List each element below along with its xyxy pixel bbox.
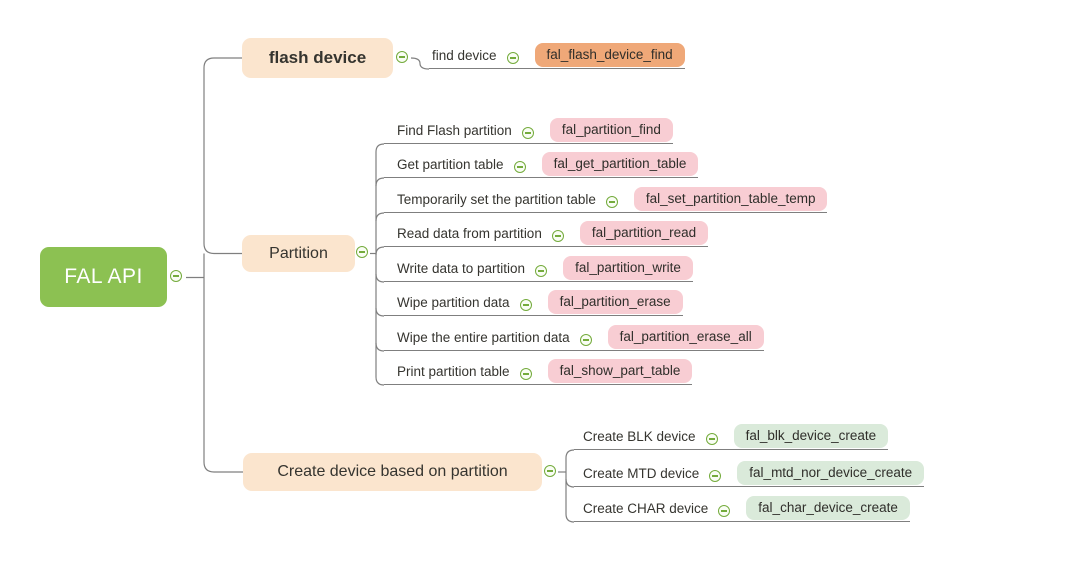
branch-topic-create-device[interactable]: Create device based on partition <box>243 453 542 491</box>
child-row-find-flash-partition: Find Flash partition fal_partition_find <box>384 118 673 144</box>
api-function-node[interactable]: fal_partition_erase <box>547 290 683 314</box>
root-topic-fal-api[interactable]: FAL API <box>40 247 167 307</box>
api-function-node[interactable]: fal_set_partition_table_temp <box>633 187 828 211</box>
collapse-icon[interactable] <box>705 433 718 445</box>
collapse-icon[interactable] <box>356 246 368 258</box>
topic-label[interactable]: Print partition table <box>397 364 510 379</box>
branch-topic-flash-device[interactable]: flash device <box>242 38 393 78</box>
collapse-icon[interactable] <box>535 265 548 277</box>
child-row-read-data-from-partition: Read data from partition fal_partition_r… <box>384 221 709 247</box>
child-row-write-data-to-partition: Write data to partition fal_partition_wr… <box>384 256 693 282</box>
api-function-node[interactable]: fal_mtd_nor_device_create <box>737 461 925 485</box>
collapse-icon[interactable] <box>519 299 532 311</box>
topic-label[interactable]: Find Flash partition <box>397 123 512 138</box>
topic-label[interactable]: Write data to partition <box>397 261 526 276</box>
topic-label[interactable]: Read data from partition <box>397 226 542 241</box>
api-function-node[interactable]: fal_show_part_table <box>547 359 693 383</box>
topic-label[interactable]: Create BLK device <box>583 429 696 444</box>
topic-label[interactable]: Wipe the entire partition data <box>397 330 570 345</box>
topic-label[interactable]: Get partition table <box>397 157 504 172</box>
child-row-wipe-partition-data: Wipe partition data fal_partition_erase <box>384 290 683 316</box>
child-row-create-char-device: Create CHAR device fal_char_device_creat… <box>574 496 910 522</box>
topic-label[interactable]: Create CHAR device <box>583 501 709 516</box>
collapse-icon[interactable] <box>506 52 519 64</box>
api-function-node[interactable]: fal_char_device_create <box>746 496 910 520</box>
branch-topic-partition[interactable]: Partition <box>242 235 355 272</box>
collapse-icon[interactable] <box>605 196 618 208</box>
collapse-icon[interactable] <box>170 270 182 282</box>
child-row-print-partition-table: Print partition table fal_show_part_tabl… <box>384 359 693 385</box>
collapse-icon[interactable] <box>718 505 731 517</box>
api-function-node[interactable]: fal_flash_device_find <box>534 43 685 67</box>
child-row-create-blk-device: Create BLK device fal_blk_device_create <box>574 424 889 450</box>
api-function-node[interactable]: fal_partition_write <box>563 256 693 280</box>
api-function-node[interactable]: fal_partition_read <box>579 221 709 245</box>
api-function-node[interactable]: fal_partition_find <box>549 118 673 142</box>
api-function-node[interactable]: fal_partition_erase_all <box>607 325 764 349</box>
child-row-set-partition-table-temp: Temporarily set the partition table fal_… <box>384 187 828 213</box>
topic-label[interactable]: Wipe partition data <box>397 295 510 310</box>
collapse-icon[interactable] <box>709 470 722 482</box>
topic-label[interactable]: find device <box>432 48 497 63</box>
collapse-icon[interactable] <box>551 230 564 242</box>
child-row-find-device: find device fal_flash_device_find <box>429 43 685 69</box>
api-function-node[interactable]: fal_get_partition_table <box>541 152 699 176</box>
collapse-icon[interactable] <box>521 127 534 139</box>
topic-label[interactable]: Temporarily set the partition table <box>397 192 596 207</box>
child-row-wipe-entire-partition-data: Wipe the entire partition data fal_parti… <box>384 325 764 351</box>
child-row-create-mtd-device: Create MTD device fal_mtd_nor_device_cre… <box>574 461 925 487</box>
child-row-get-partition-table: Get partition table fal_get_partition_ta… <box>384 152 699 178</box>
collapse-icon[interactable] <box>544 465 556 477</box>
collapse-icon[interactable] <box>513 161 526 173</box>
collapse-icon[interactable] <box>396 51 408 63</box>
topic-label[interactable]: Create MTD device <box>583 466 700 481</box>
collapse-icon[interactable] <box>519 368 532 380</box>
collapse-icon[interactable] <box>579 334 592 346</box>
api-function-node[interactable]: fal_blk_device_create <box>733 424 889 448</box>
